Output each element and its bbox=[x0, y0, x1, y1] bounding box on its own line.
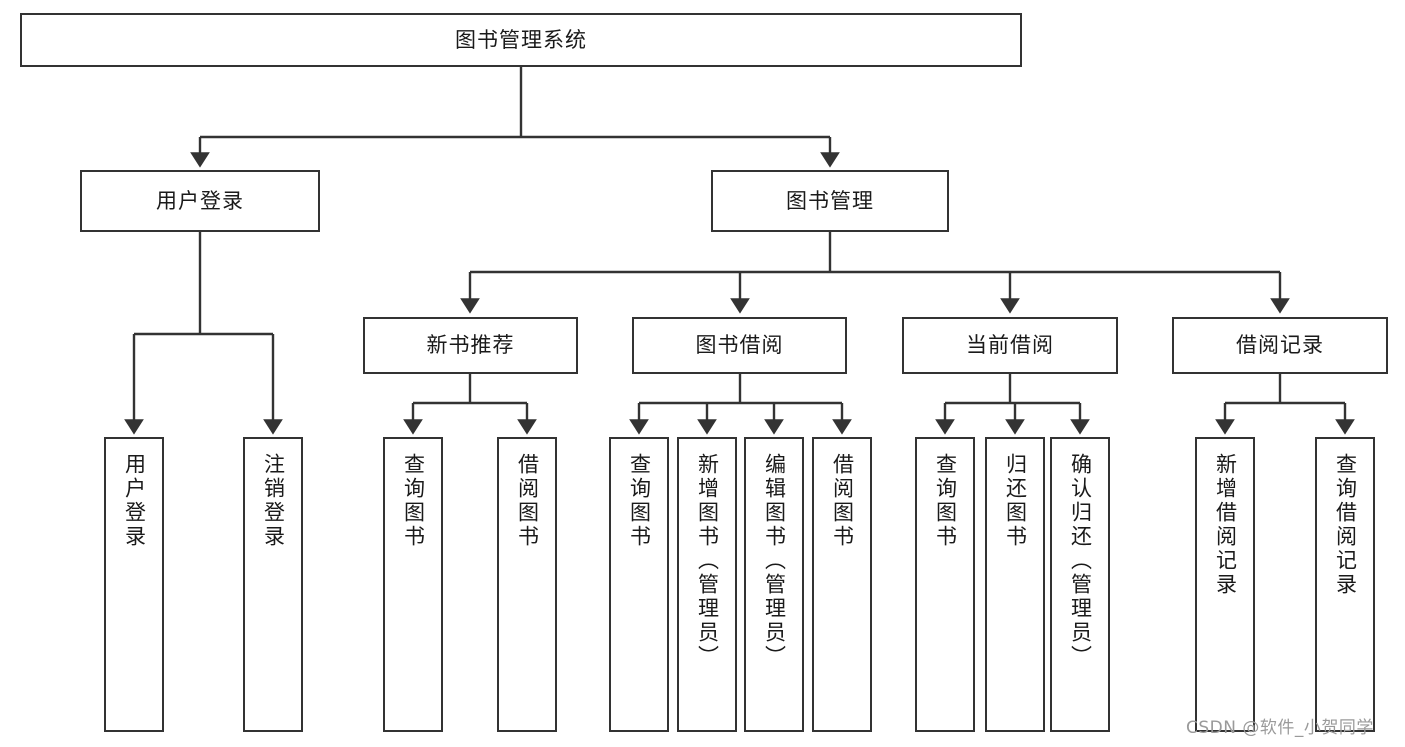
leaf-book-borrow-edit-book-admin[interactable]: 编辑图书（管理员） bbox=[744, 437, 804, 732]
leaf-borrow-record-add-record[interactable]: 新增借阅记录 bbox=[1195, 437, 1255, 732]
node-label: 注销登录 bbox=[261, 453, 286, 549]
leaf-book-borrow-query-books[interactable]: 查询图书 bbox=[609, 437, 669, 732]
node-label: 归还图书 bbox=[1003, 453, 1028, 549]
leaf-current-borrow-query-books[interactable]: 查询图书 bbox=[915, 437, 975, 732]
leaf-current-borrow-confirm-return-admin[interactable]: 确认归还（管理员） bbox=[1050, 437, 1110, 732]
node-label: 确认归还（管理员） bbox=[1068, 453, 1093, 669]
leaf-new-book-borrow-books[interactable]: 借阅图书 bbox=[497, 437, 557, 732]
node-new-book-recommend[interactable]: 新书推荐 bbox=[363, 317, 578, 374]
node-label: 图书管理 bbox=[786, 188, 874, 213]
leaf-book-borrow-borrow-books[interactable]: 借阅图书 bbox=[812, 437, 872, 732]
leaf-user-login-logout[interactable]: 注销登录 bbox=[243, 437, 303, 732]
node-book-management[interactable]: 图书管理 bbox=[711, 170, 949, 232]
node-label: 编辑图书（管理员） bbox=[762, 453, 787, 669]
leaf-borrow-record-query-record[interactable]: 查询借阅记录 bbox=[1315, 437, 1375, 732]
node-current-borrow[interactable]: 当前借阅 bbox=[902, 317, 1118, 374]
leaf-new-book-query-books[interactable]: 查询图书 bbox=[383, 437, 443, 732]
node-label: 查询图书 bbox=[627, 453, 652, 549]
leaf-current-borrow-return-books[interactable]: 归还图书 bbox=[985, 437, 1045, 732]
node-book-borrow[interactable]: 图书借阅 bbox=[632, 317, 847, 374]
node-label: 当前借阅 bbox=[966, 333, 1054, 358]
node-label: 借阅图书 bbox=[830, 453, 855, 549]
node-label: 新增图书（管理员） bbox=[695, 453, 720, 669]
leaf-user-login-login[interactable]: 用户登录 bbox=[104, 437, 164, 732]
node-label: 新增借阅记录 bbox=[1213, 453, 1238, 597]
node-label: 借阅记录 bbox=[1236, 333, 1324, 358]
node-label: 用户登录 bbox=[156, 188, 244, 213]
node-root-book-management-system[interactable]: 图书管理系统 bbox=[20, 13, 1022, 67]
node-label: 图书管理系统 bbox=[455, 27, 587, 52]
node-label: 查询借阅记录 bbox=[1333, 453, 1358, 597]
node-user-login[interactable]: 用户登录 bbox=[80, 170, 320, 232]
leaf-book-borrow-add-book-admin[interactable]: 新增图书（管理员） bbox=[677, 437, 737, 732]
node-label: 用户登录 bbox=[122, 453, 147, 549]
node-borrow-record[interactable]: 借阅记录 bbox=[1172, 317, 1388, 374]
csdn-watermark: CSDN @软件_小贺同学 bbox=[1186, 718, 1374, 738]
node-label: 查询图书 bbox=[401, 453, 426, 549]
node-label: 图书借阅 bbox=[695, 333, 784, 358]
node-label: 查询图书 bbox=[933, 453, 958, 549]
node-label: 借阅图书 bbox=[515, 453, 540, 549]
node-label: 新书推荐 bbox=[426, 333, 515, 358]
